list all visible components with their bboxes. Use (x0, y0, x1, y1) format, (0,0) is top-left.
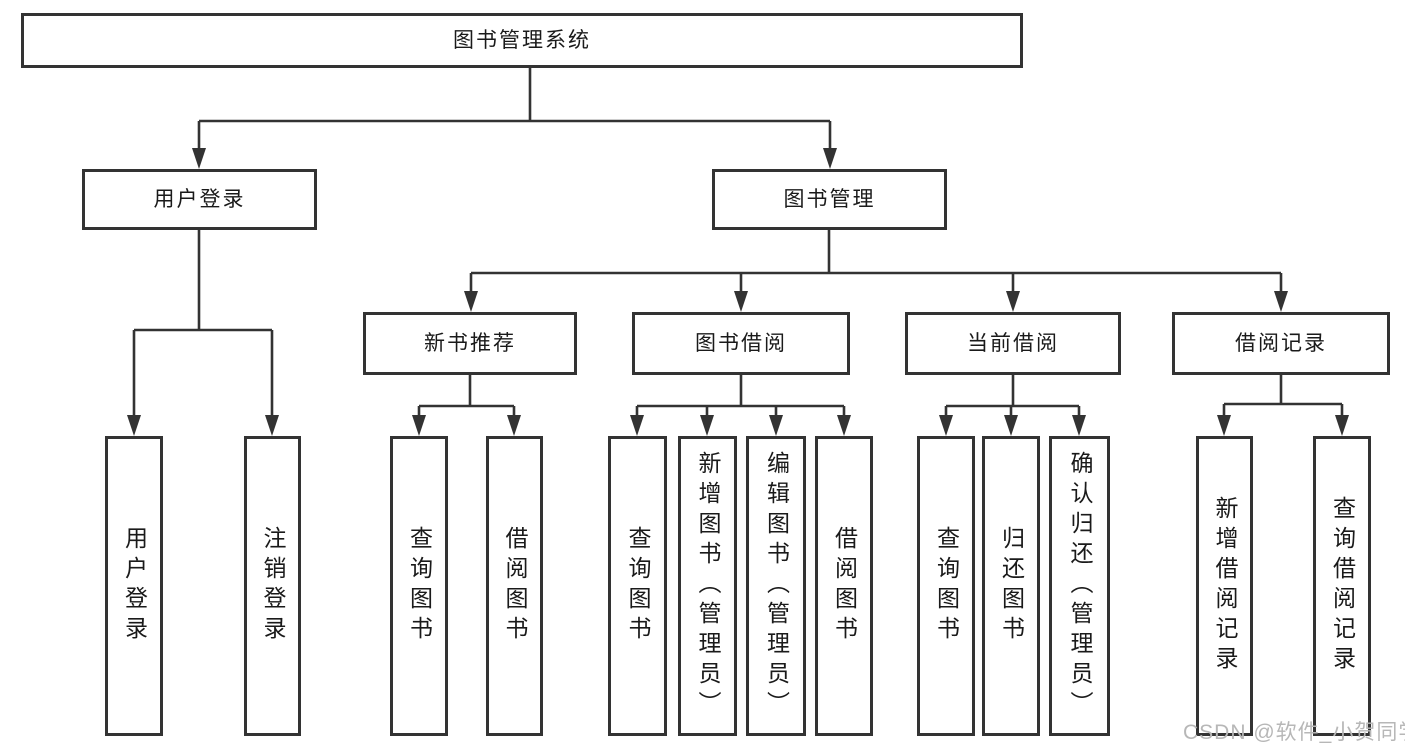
leaf-borrow-books-recommend: 借阅图书 (486, 436, 543, 736)
node-new-book-recommend: 新书推荐 (363, 312, 577, 375)
leaf-query-books-recommend: 查询图书 (390, 436, 448, 736)
leaf-return-book: 归还图书 (982, 436, 1040, 736)
node-current-borrow: 当前借阅 (905, 312, 1121, 375)
node-book-borrow: 图书借阅 (632, 312, 850, 375)
node-borrow-records: 借阅记录 (1172, 312, 1390, 375)
leaf-borrow-books-borrow: 借阅图书 (815, 436, 873, 736)
leaf-user-login: 用户登录 (105, 436, 163, 736)
leaf-add-borrow-record: 新增借阅记录 (1196, 436, 1253, 736)
leaf-query-borrow-record: 查询借阅记录 (1313, 436, 1371, 736)
watermark: CSDN @软件_小贺同学 (1183, 721, 1405, 744)
leaf-edit-book-admin: 编辑图书（管理员） (746, 436, 806, 736)
leaf-query-books-borrow: 查询图书 (608, 436, 667, 736)
node-book-management: 图书管理 (712, 169, 947, 230)
leaf-logout-login: 注销登录 (244, 436, 301, 736)
leaf-confirm-return-admin: 确认归还（管理员） (1049, 436, 1110, 736)
leaf-add-book-admin: 新增图书（管理员） (678, 436, 737, 736)
leaf-query-books-current: 查询图书 (917, 436, 975, 736)
node-user-login: 用户登录 (82, 169, 317, 230)
node-root: 图书管理系统 (21, 13, 1023, 68)
